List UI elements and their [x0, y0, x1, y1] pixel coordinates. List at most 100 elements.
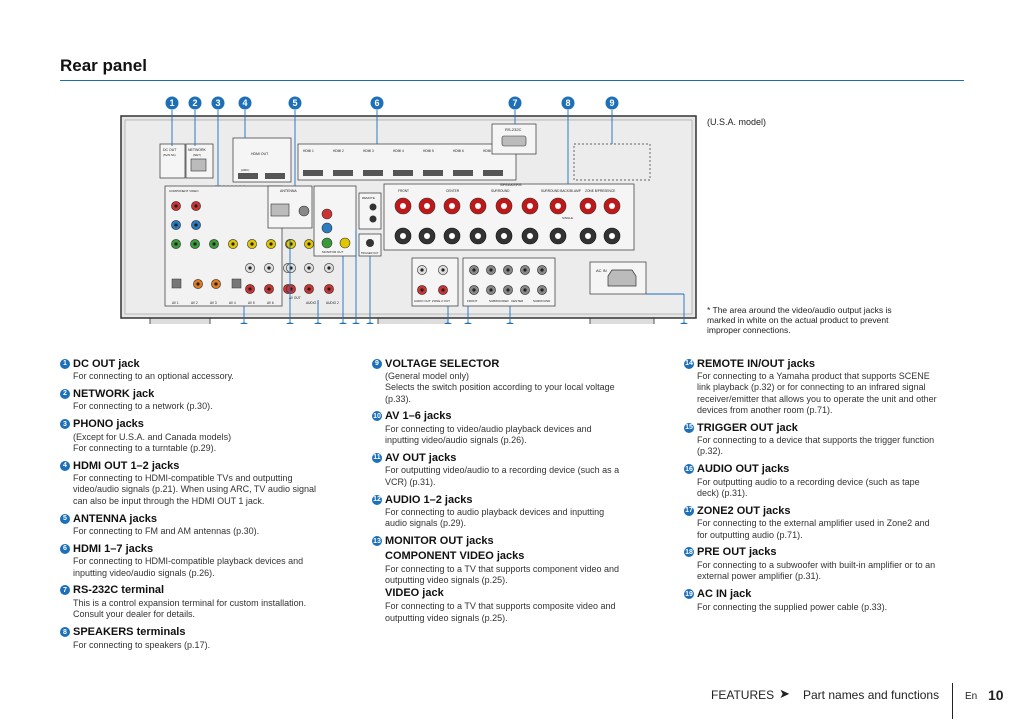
hdmi-input-label: HDMI 3 — [363, 149, 374, 153]
ac-in-label: AC IN — [596, 268, 607, 273]
footer-arrow: ➤ — [779, 686, 790, 701]
callout-number: 4 — [242, 98, 247, 108]
av-input-label: AV 1 — [172, 301, 179, 305]
video-jack-center — [307, 242, 311, 246]
video-jack-center — [193, 242, 197, 246]
feature-number-badge: 13 — [372, 536, 382, 547]
rear-panel-diagram: DC OUT (5V/0.5A) NETWORK (NET) HDMI OUT … — [120, 96, 697, 324]
pre-out-jack-center — [523, 288, 527, 292]
feature-number-badge: 18 — [684, 547, 694, 558]
callout-9 — [605, 96, 619, 110]
feature-title-text: PRE OUT jacks — [697, 546, 777, 559]
trigger-out-label: TRIGGER OUT — [361, 252, 379, 255]
callout-number: 7 — [512, 98, 517, 108]
feature-title-text: AC IN jack — [697, 588, 752, 601]
feature-number-badge: 5 — [60, 513, 70, 524]
page-number: 10 — [988, 687, 1004, 703]
optical-port — [231, 278, 242, 289]
callout-18 — [505, 322, 515, 324]
feature-description: VCR) (p.31). — [385, 476, 436, 487]
speaker-terminal-center — [501, 233, 507, 239]
feature-description: video/audio signals (p.21). When using A… — [73, 484, 316, 495]
model-label: (U.S.A. model) — [707, 117, 767, 127]
pre-out-label: SURROUND — [533, 299, 551, 303]
av-out-label: AV OUT — [289, 296, 301, 300]
antenna-label: ANTENNA — [280, 189, 297, 193]
coaxial-jack-center — [196, 282, 200, 286]
speaker-channel-label: FRONT — [398, 189, 409, 193]
callout-7 — [508, 96, 522, 110]
hdmi-arc-label: (ARC) — [241, 168, 249, 172]
feature-title-text: HDMI OUT 1–2 jacks — [73, 459, 180, 472]
feature-title-text: AV 1–6 jacks — [385, 410, 452, 423]
footer-lang: En — [965, 691, 978, 702]
hdmi-input-port — [303, 170, 323, 176]
feature-description: For connecting to audio playback devices… — [385, 507, 605, 518]
pre-out-label: FRONT — [467, 299, 477, 303]
pre-out-jack-center — [540, 288, 544, 292]
dc-out-port — [159, 143, 186, 179]
callout-1 — [165, 96, 179, 110]
audio-out-label: AUDIO OUT — [414, 299, 431, 303]
speaker-channel-label: SURROUND BACK/BI-AMP — [541, 189, 581, 193]
feature-number-badge: 14 — [684, 358, 694, 369]
feature-description: For outputting audio to a recording devi… — [697, 476, 920, 487]
pre-out-jack-center — [523, 268, 527, 272]
audio-l-jack-center — [248, 266, 252, 270]
speaker-channel-label: ZONE B/PRESENCE — [585, 189, 615, 193]
hdmi-input-port — [423, 170, 443, 176]
speaker-terminal-center — [585, 233, 591, 239]
network-label: NETWORK — [188, 148, 207, 152]
feature-description: external power amplifier (p.31). — [697, 571, 822, 582]
feature-number-badge: 19 — [684, 589, 694, 600]
feature-description: devices from another room (p.71). — [697, 404, 833, 415]
feature-description: For connecting to a TV that supports com… — [385, 601, 616, 612]
component-pb-jack-center — [194, 223, 198, 227]
callout-number: 5 — [292, 98, 297, 108]
av-out-jack-center — [307, 266, 311, 270]
dc-out-label: DC OUT — [163, 148, 177, 152]
callout-number: 3 — [215, 98, 220, 108]
callout-15 — [365, 322, 375, 324]
feature-number-badge: 16 — [684, 464, 694, 475]
audio-out-jack-center — [441, 268, 445, 272]
feature-description: (General model only) — [385, 371, 470, 381]
feature-title-text: AUDIO 1–2 jacks — [385, 493, 473, 506]
component-pb-jack-center — [174, 223, 178, 227]
feature-description: For connecting to a TV that supports com… — [385, 563, 619, 574]
callout-8 — [561, 96, 575, 110]
footer-separator — [952, 683, 953, 719]
rs232c-label: RS-232C — [505, 127, 522, 132]
foot-left — [149, 317, 211, 324]
av-out-jack-center — [327, 266, 331, 270]
callout-number: 9 — [609, 98, 614, 108]
av-out-jack-center — [307, 287, 311, 291]
feature-description: For connecting to HDMI-compatible playba… — [73, 556, 304, 567]
feature-title-text: AUDIO OUT jacks — [697, 463, 790, 476]
hdmi-input-label: HDMI 5 — [423, 149, 434, 153]
video-jack-center — [212, 242, 216, 246]
feature-description: (p.33). — [385, 393, 412, 404]
feature-description: receiver/emitter that allows you to oper… — [697, 393, 937, 404]
video-jack-center — [250, 242, 254, 246]
callout-19 — [679, 322, 689, 324]
speaker-terminal-center — [527, 233, 533, 239]
speaker-terminal-center — [400, 203, 406, 209]
av-out-jack-center — [327, 287, 331, 291]
